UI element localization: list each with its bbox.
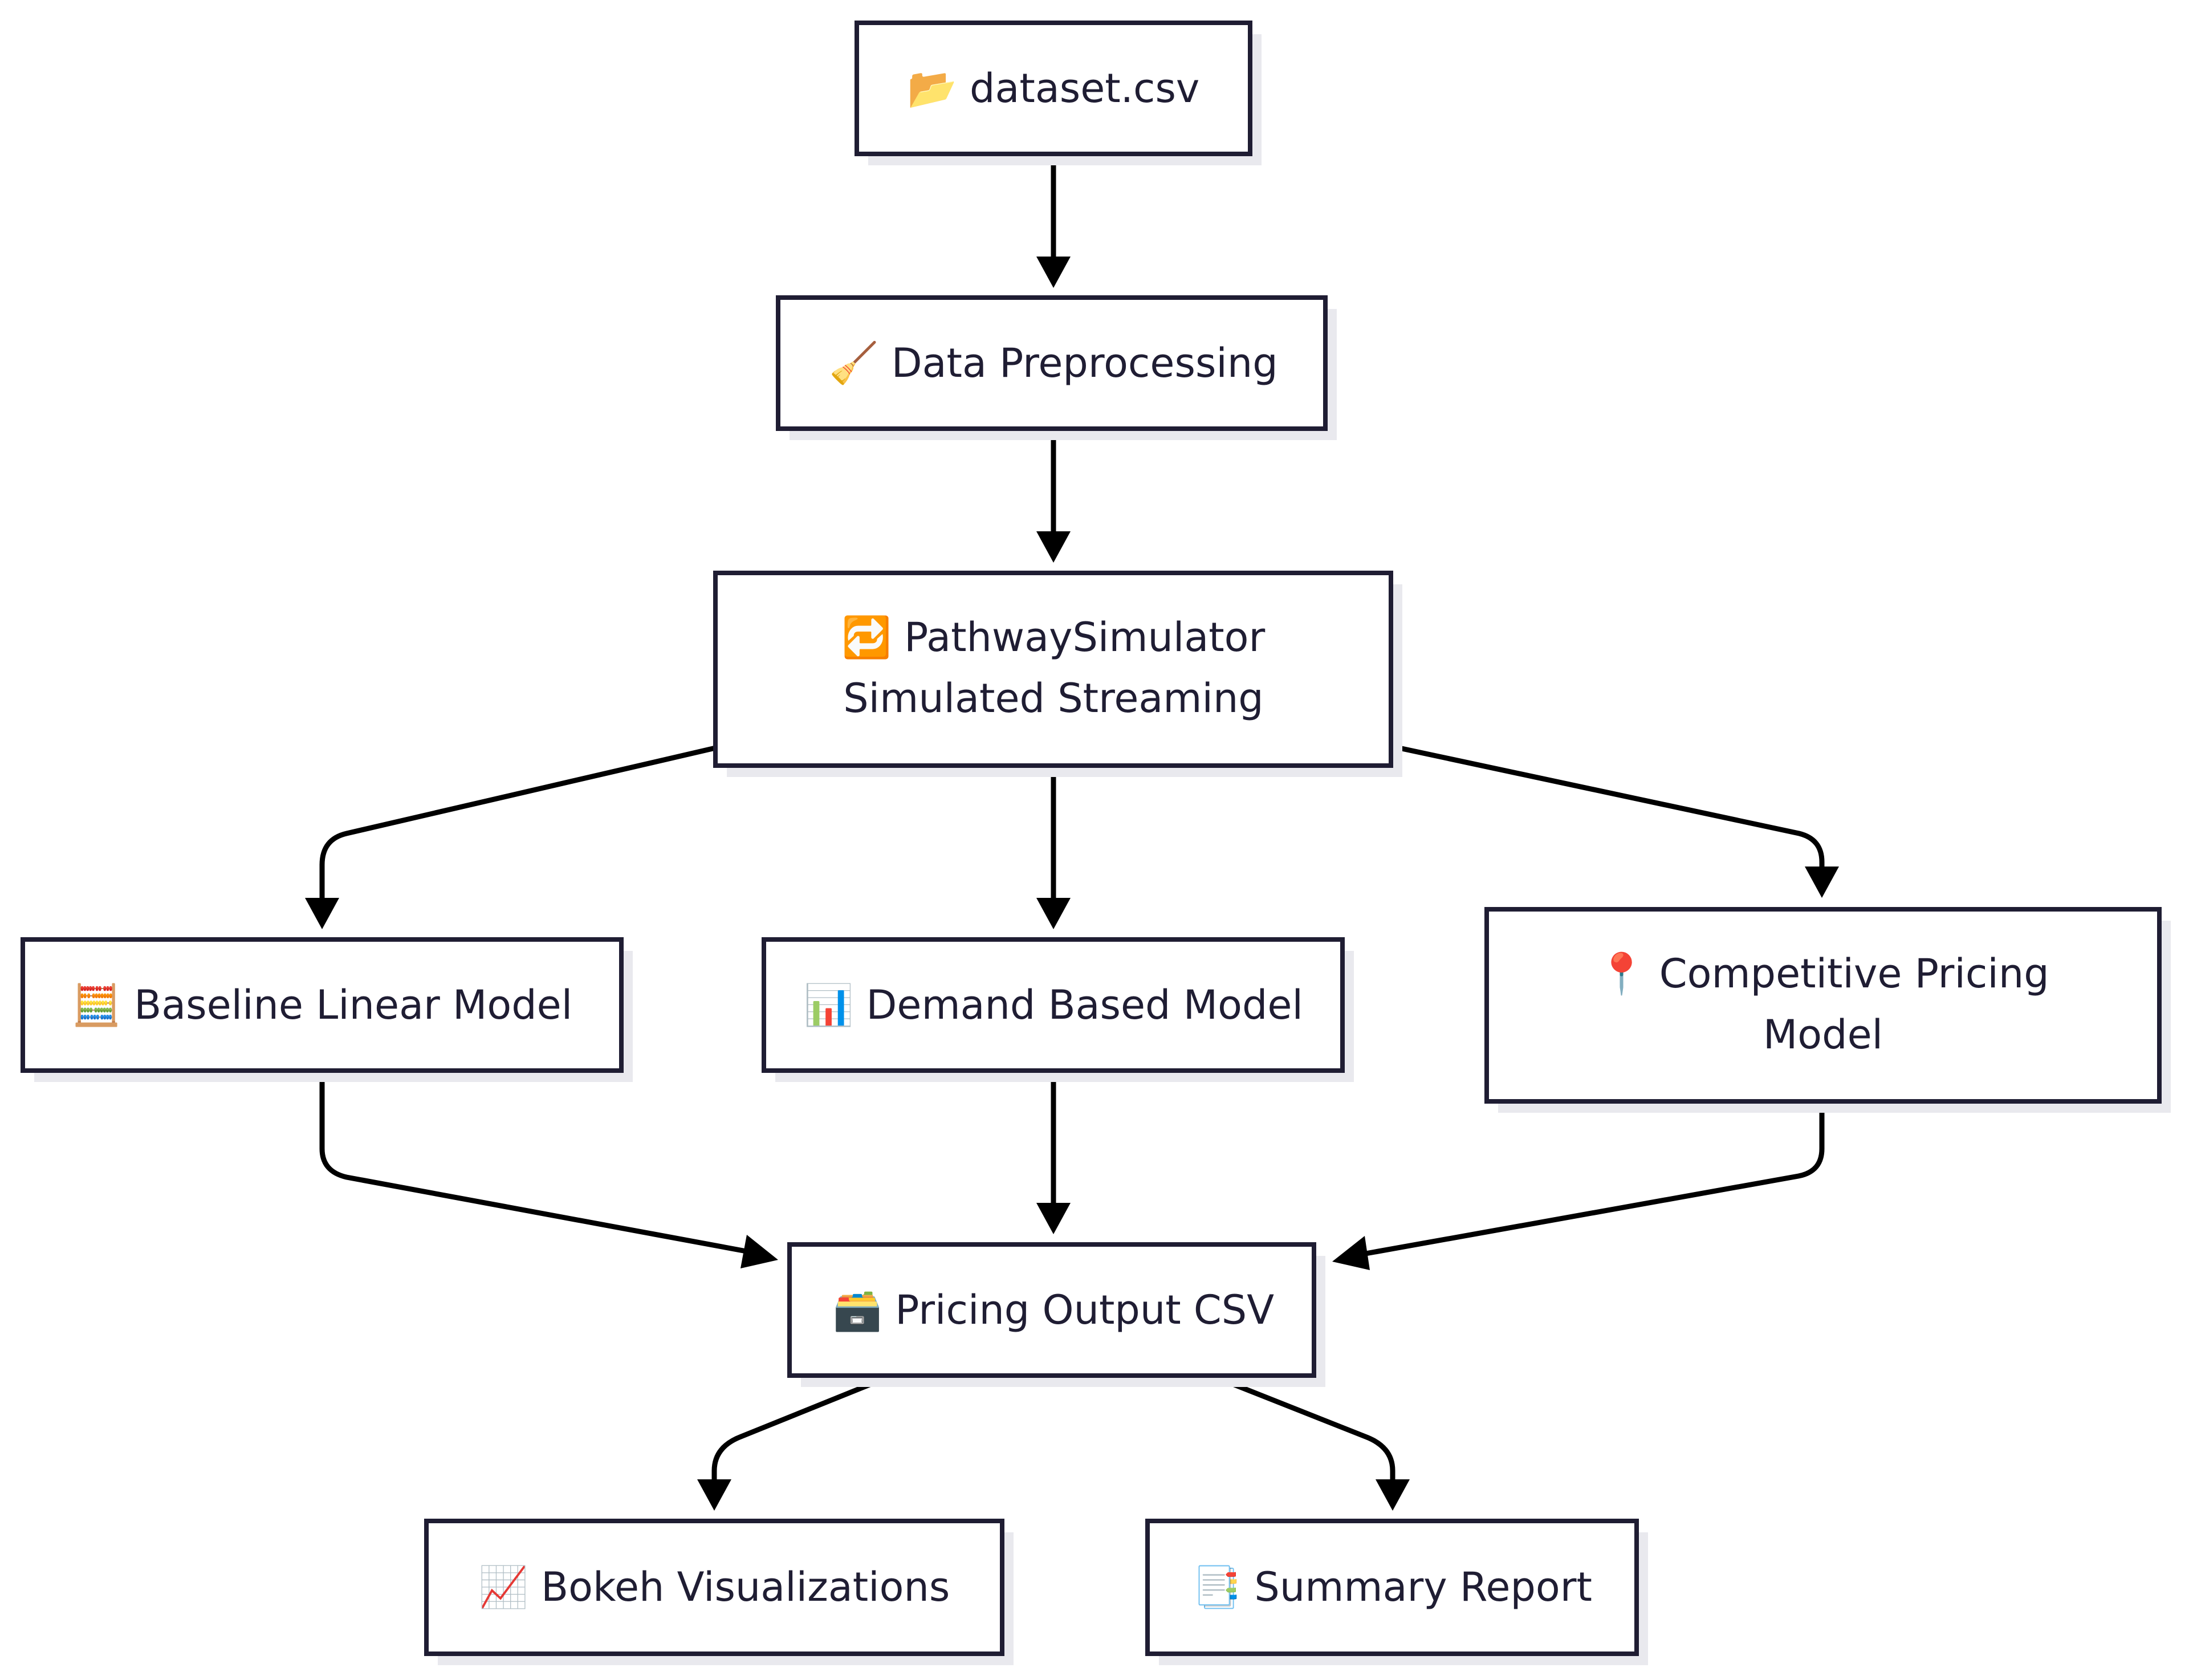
arrowhead-summary [1376,1479,1410,1511]
arrowhead-preprocessing [1036,257,1071,288]
node-dataset[interactable]: 📂 dataset.csv [855,21,1262,165]
edge-simulator-to-baseline [319,745,718,901]
arrowhead-baseline [305,898,339,929]
node-simulator-label-line1: 🔁 PathwaySimulator [842,614,1266,661]
arrowhead-output-left [740,1235,778,1268]
arrowhead-output-right [1332,1236,1370,1270]
node-competitive-label-line1: 📍 Competitive Pricing [1597,950,2049,997]
edge-baseline-to-output [319,1069,752,1255]
node-box [762,937,1345,1073]
node-box [776,295,1328,431]
node-preprocessing[interactable]: 🧹 Data Preprocessing [776,295,1337,440]
node-competitive[interactable]: 📍 Competitive Pricing Model [1484,907,2171,1113]
node-box [787,1242,1316,1378]
node-competitive-label-line2: Model [1763,1011,1883,1058]
arrowhead-simulator [1036,531,1071,563]
arrowhead-bokeh [697,1479,731,1511]
edge-competitive-to-output [1360,1099,1825,1257]
node-baseline-label: 🧮 Baseline Linear Model [72,982,572,1028]
node-output[interactable]: 🗃️ Pricing Output CSV [787,1242,1325,1387]
node-box [424,1519,1004,1656]
node-box [1484,907,2162,1104]
node-dataset-label: 📂 dataset.csv [908,65,1200,112]
node-summary[interactable]: 📑 Summary Report [1145,1519,1648,1665]
edge-simulator-to-competitive [1388,743,1825,869]
node-simulator-label-line2: Simulated Streaming [843,675,1264,722]
edges [305,152,1839,1511]
node-output-label: 🗃️ Pricing Output CSV [833,1287,1274,1333]
node-preprocessing-label: 🧹 Data Preprocessing [829,340,1277,387]
node-bokeh-label: 📈 Bokeh Visualizations [479,1564,950,1610]
node-demand-label: 📊 Demand Based Model [804,982,1303,1028]
node-baseline[interactable]: 🧮 Baseline Linear Model [21,937,633,1082]
edge-output-to-summary [1211,1374,1395,1482]
node-box [855,21,1252,156]
node-demand[interactable]: 📊 Demand Based Model [762,937,1354,1082]
node-box [21,937,624,1073]
arrowhead-competitive [1805,867,1839,898]
arrowhead-demand [1036,898,1071,929]
node-summary-label: 📑 Summary Report [1192,1564,1592,1610]
arrowhead-output-center [1036,1203,1071,1234]
edge-output-to-bokeh [711,1374,892,1482]
node-bokeh[interactable]: 📈 Bokeh Visualizations [424,1519,1014,1665]
node-simulator[interactable]: 🔁 PathwaySimulator Simulated Streaming [713,571,1402,777]
node-box [1145,1519,1639,1656]
node-box [713,571,1393,768]
